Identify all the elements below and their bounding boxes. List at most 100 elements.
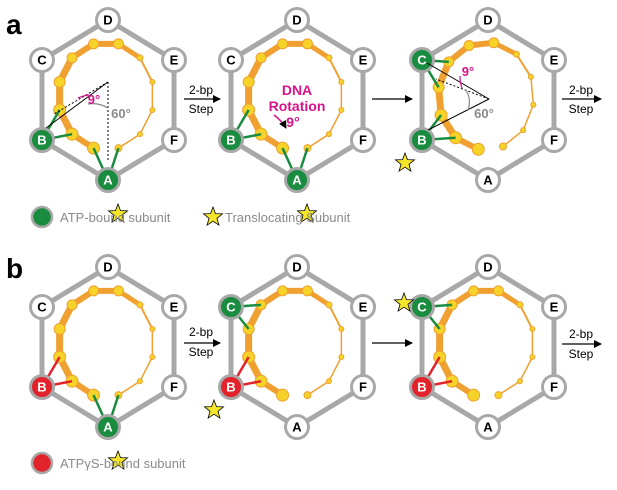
legend-translocating: Translocating Subunit (202, 205, 351, 227)
subunit-a: A (475, 414, 501, 440)
dna-nucleotide (529, 326, 536, 333)
subunit-c: C (218, 294, 244, 320)
subunit-circle (218, 374, 244, 400)
subunit-circle (29, 294, 55, 320)
subunit-circle (541, 294, 567, 320)
subunit-circle (409, 47, 435, 73)
dna-segment (522, 103, 535, 131)
step-arrow-b1: 2-bp Step (184, 325, 221, 359)
dna-nucleotide (467, 388, 481, 402)
dna-nucleotide (88, 285, 100, 297)
star-icon (296, 202, 318, 224)
dna-nucleotide (136, 131, 143, 138)
angle-small-label: 9° (462, 64, 474, 79)
subunit-circle (409, 127, 435, 153)
dna-nucleotide (494, 391, 503, 400)
subunit-d: D (475, 254, 501, 280)
subunit-circle (475, 414, 501, 440)
subunit-e: E (541, 47, 567, 73)
subunit-label: B (37, 133, 46, 148)
step-arrow-a1: 2-bp Step (184, 83, 221, 116)
dna-strand (433, 285, 536, 402)
subunit-label: D (103, 13, 112, 28)
step-arrow-b3: 2-bp Step (562, 327, 602, 361)
subunit-circle (350, 127, 376, 153)
dna-nucleotide (527, 73, 534, 80)
subunit-label: A (483, 173, 493, 188)
subunit-circle (475, 254, 501, 280)
subunit-e: E (350, 47, 376, 73)
dna-nucleotide (149, 353, 156, 360)
subunit-d: D (95, 254, 121, 280)
dna-nucleotide (276, 388, 290, 402)
subunit-label: B (226, 380, 235, 395)
dna-segment (328, 356, 343, 382)
star-icon (394, 151, 416, 173)
subunit-circle (218, 294, 244, 320)
dna-segment (502, 129, 524, 148)
dna-nucleotide (88, 38, 100, 50)
step-label-line2: Step (569, 347, 594, 361)
subunit-f: F (541, 127, 567, 153)
step-label-line2: Step (569, 102, 594, 116)
dna-segment (306, 133, 330, 149)
subunit-circle (29, 374, 55, 400)
star-icon (107, 202, 129, 224)
dna-segment (530, 76, 535, 106)
legend-atpgs-bound: ATPγS-bound subunit (30, 451, 186, 475)
dna-rotation-line1: DNA (282, 82, 312, 98)
dna-segment (117, 380, 141, 396)
subunit-label: A (483, 420, 493, 435)
subunit-f: F (350, 127, 376, 153)
subunit-label: D (103, 260, 112, 275)
subunit-label: E (359, 53, 368, 68)
subunit-label: F (550, 380, 558, 395)
dna-nucleotide (277, 38, 289, 50)
subunit-label: E (550, 53, 559, 68)
subunit-label: C (37, 300, 47, 315)
subunit-b: B (409, 374, 435, 400)
dna-nucleotide (468, 285, 480, 297)
subunit-label: C (417, 53, 427, 68)
atp-bound-swatch (30, 205, 54, 229)
subunit-circle (284, 254, 310, 280)
subunit-circle (475, 7, 501, 33)
dna-nucleotide (112, 38, 124, 50)
dna-nucleotide (488, 37, 500, 49)
subunit-circle (350, 374, 376, 400)
dna-strand (53, 38, 156, 155)
dna-nucleotide (325, 54, 333, 62)
subunit-label: F (359, 380, 367, 395)
subunit-d: D (95, 7, 121, 33)
dna-nucleotide (512, 50, 520, 58)
subunit-circle (218, 47, 244, 73)
subunit-a: A (284, 167, 310, 193)
dna-nucleotide (325, 131, 332, 138)
legend-atp-bound: ATP-bound subunit (30, 205, 171, 229)
subunit-f: F (161, 374, 187, 400)
dna-nucleotide (516, 378, 523, 385)
dna-segment (518, 303, 534, 331)
subunit-circle (161, 47, 187, 73)
dna-nucleotide (325, 378, 332, 385)
dna-strand (242, 285, 345, 402)
dna-segment (519, 356, 534, 382)
subunit-c: C (409, 47, 435, 73)
dna-segment (327, 303, 343, 331)
subunit-f: F (541, 374, 567, 400)
subunit-circle (284, 7, 310, 33)
subunit-label: C (226, 300, 236, 315)
subunit-circle (409, 374, 435, 400)
dna-nucleotide (277, 285, 289, 297)
subunit-label: A (103, 173, 113, 188)
legend-atpgs-bound-label: ATPγS-bound subunit (60, 456, 186, 471)
subunit-circle (95, 254, 121, 280)
subunit-circle (284, 167, 310, 193)
dna-segment (327, 56, 343, 84)
subunit-label: D (483, 13, 492, 28)
subunit-b: B (218, 127, 244, 153)
subunit-a: A (284, 414, 310, 440)
